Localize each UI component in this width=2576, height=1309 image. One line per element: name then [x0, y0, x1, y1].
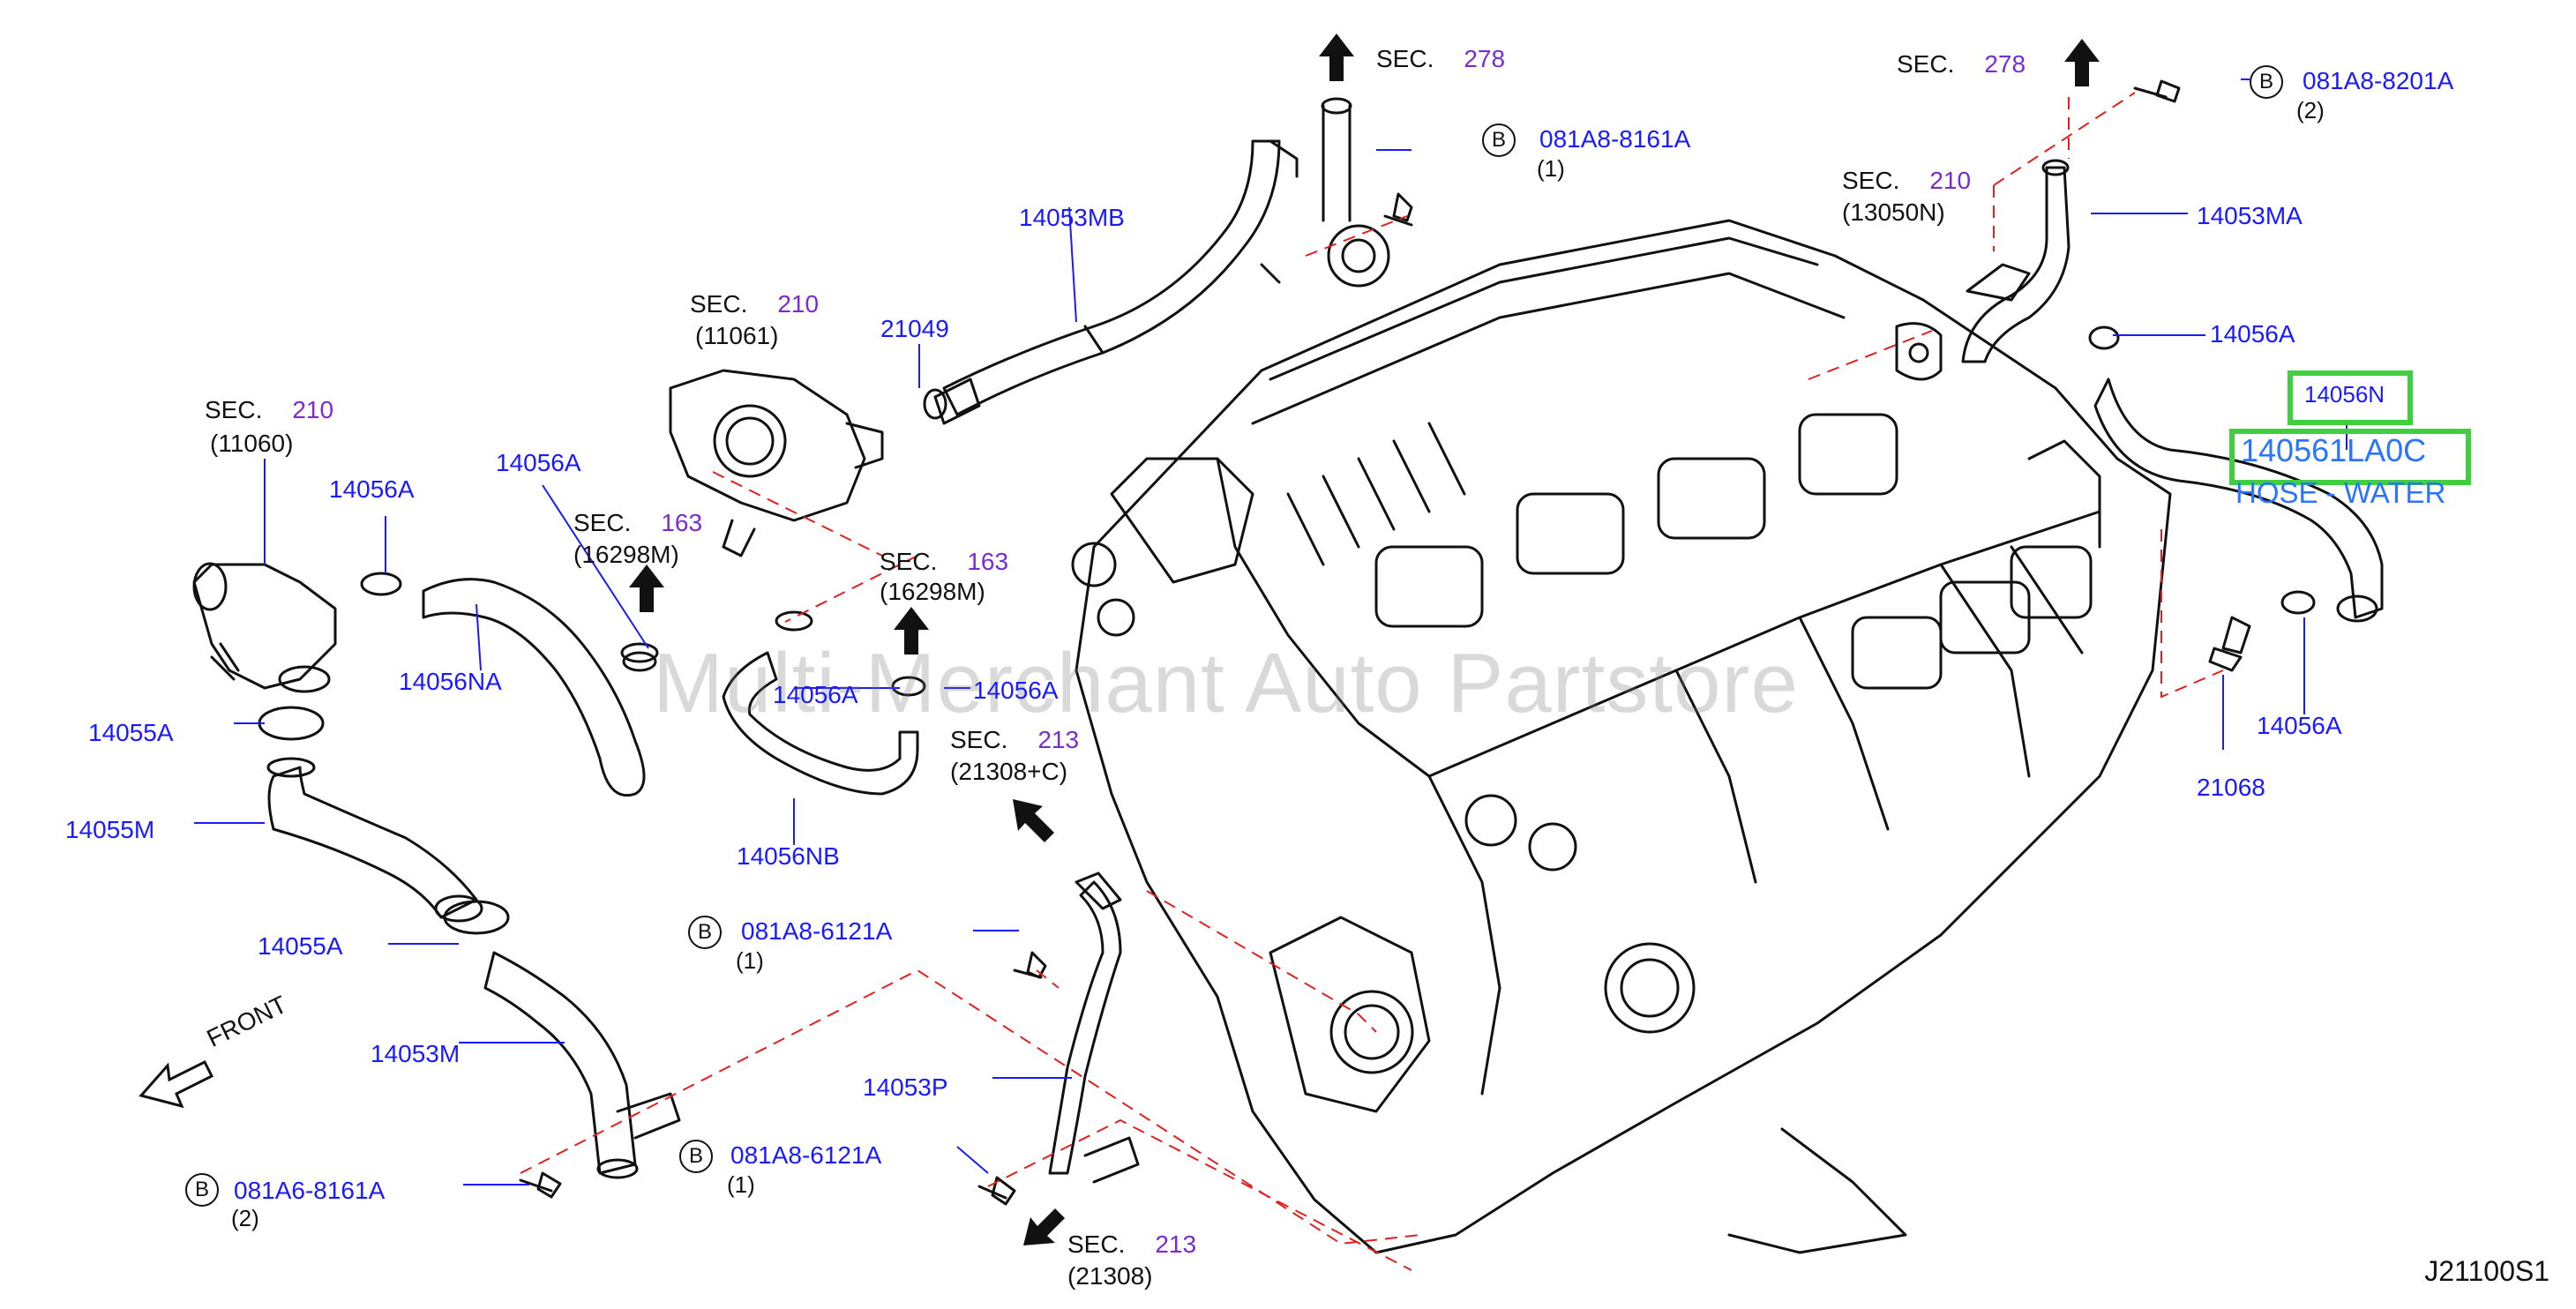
bolt-qty: (1): [727, 1171, 755, 1198]
highlight-box-part-number: [2229, 429, 2471, 485]
sec-278-label-a[interactable]: SEC.278: [1376, 45, 1506, 72]
sec-213-ref-lower: (21308): [1067, 1262, 1153, 1290]
hose-14055M: [267, 766, 478, 919]
bolt-circle-b: B: [2250, 65, 2283, 99]
part-14056A-label[interactable]: 14056A: [2257, 712, 2342, 739]
hose-14056N: [2093, 378, 2384, 619]
watermark-text: Multi-Merchant Auto Partstore: [653, 636, 1799, 730]
sec-210-13050N-ref: (13050N): [1842, 198, 1945, 226]
part-14056NA-label[interactable]: 14056NA: [399, 668, 502, 695]
bolt-circle-b: B: [688, 916, 722, 949]
highlighted-part-description: HOSE - WATER: [2235, 476, 2446, 509]
diagram-code: J21100S1: [2424, 1255, 2550, 1287]
pipe-14053MB: [942, 139, 1281, 416]
highlight-box-14056N: [2288, 370, 2413, 425]
sec-278-label-b[interactable]: SEC.278: [1897, 50, 2026, 78]
highlighted-part-number[interactable]: 140561LA0C: [2241, 432, 2427, 468]
sec-163-ref-b: (16298M): [880, 578, 985, 605]
bolt-circle-b: B: [679, 1140, 713, 1173]
arrow-up-sec278-b: [2064, 39, 2100, 86]
pipe-14053M: [483, 951, 637, 1175]
valve-21068: [2208, 616, 2251, 672]
sec-163-label-a[interactable]: SEC.163: [573, 509, 703, 536]
arrow-up-sec278-a: [1319, 34, 1354, 81]
part-14056A-label[interactable]: 14056A: [329, 475, 415, 503]
sec-163-ref-a: (16298M): [573, 541, 679, 568]
arrow-sec213-lower: [1023, 1208, 1065, 1245]
bolt-circle-b: B: [185, 1173, 219, 1207]
part-14056N-label[interactable]: 14056N: [2304, 381, 2385, 408]
bolt-081A8-8161A-label[interactable]: 081A8-8161A: [1539, 125, 1691, 153]
hose-14056NA: [422, 578, 646, 797]
part-21049-label[interactable]: 21049: [880, 315, 949, 342]
part-14055A-label[interactable]: 14055A: [258, 932, 343, 960]
water-outlet-part: [192, 562, 337, 693]
arrow-up-sec163-a: [629, 565, 664, 612]
hose-14056NB: [722, 651, 919, 796]
bolt-qty: (1): [1537, 155, 1565, 182]
part-14055M-label[interactable]: 14055M: [65, 816, 155, 843]
part-14056A-label[interactable]: 14056A: [773, 681, 858, 708]
arrow-up-sec163-b: [894, 607, 929, 654]
bolts: [519, 79, 2181, 1206]
bolt-081A6-8161A-label[interactable]: 081A6-8161A: [234, 1177, 386, 1204]
sec-210-11060-ref: (11060): [210, 430, 294, 457]
bolt-081A8-6121A-label-lower[interactable]: 081A8-6121A: [730, 1141, 882, 1169]
sec-210-13050N-label[interactable]: SEC.210: [1842, 167, 1972, 194]
engine-block: [1071, 219, 2172, 1254]
sec-210-11061-label[interactable]: SEC.210: [690, 290, 820, 318]
hose-clamps: [258, 325, 2316, 935]
sec-213-label-lower[interactable]: SEC.213: [1067, 1230, 1197, 1258]
part-14053M-label[interactable]: 14053M: [371, 1040, 461, 1067]
part-14053P-label[interactable]: 14053P: [863, 1073, 948, 1101]
bolt-qty: (1): [736, 947, 764, 974]
sec-213-ref-upper: (21308+C): [950, 758, 1068, 785]
thermostat-housing-part: [669, 369, 884, 557]
sec-213-label-upper[interactable]: SEC.213: [950, 726, 1080, 753]
part-14053MB-label[interactable]: 14053MB: [1019, 204, 1125, 231]
sec-210-11060-label[interactable]: SEC.210: [205, 396, 334, 423]
part-14056A-label[interactable]: 14056A: [2210, 320, 2295, 348]
sec-163-label-b[interactable]: SEC.163: [880, 548, 1009, 575]
bolt-qty: (2): [231, 1205, 259, 1231]
part-14056NB-label[interactable]: 14056NB: [737, 842, 840, 870]
bolt-circle-b: B: [1482, 123, 1516, 157]
part-14053MA-label[interactable]: 14053MA: [2197, 202, 2303, 229]
front-arrow-icon: [139, 1059, 214, 1109]
arrow-sec213-upper: [1013, 799, 1054, 842]
part-14056A-label[interactable]: 14056A: [496, 449, 581, 476]
part-21068-label[interactable]: 21068: [2197, 774, 2265, 801]
pipe-14053MA: [1961, 166, 2071, 363]
pipe-14053P: [1048, 880, 1122, 1175]
bolt-081A8-6121A-label-upper[interactable]: 081A8-6121A: [741, 917, 893, 945]
part-14055A-label[interactable]: 14055A: [88, 719, 174, 746]
sec-210-11061-ref: (11061): [695, 322, 779, 349]
part-14056A-label[interactable]: 14056A: [973, 677, 1059, 704]
bolt-081A8-8201A-label[interactable]: 081A8-8201A: [2303, 67, 2454, 94]
bolt-qty: (2): [2296, 97, 2325, 123]
